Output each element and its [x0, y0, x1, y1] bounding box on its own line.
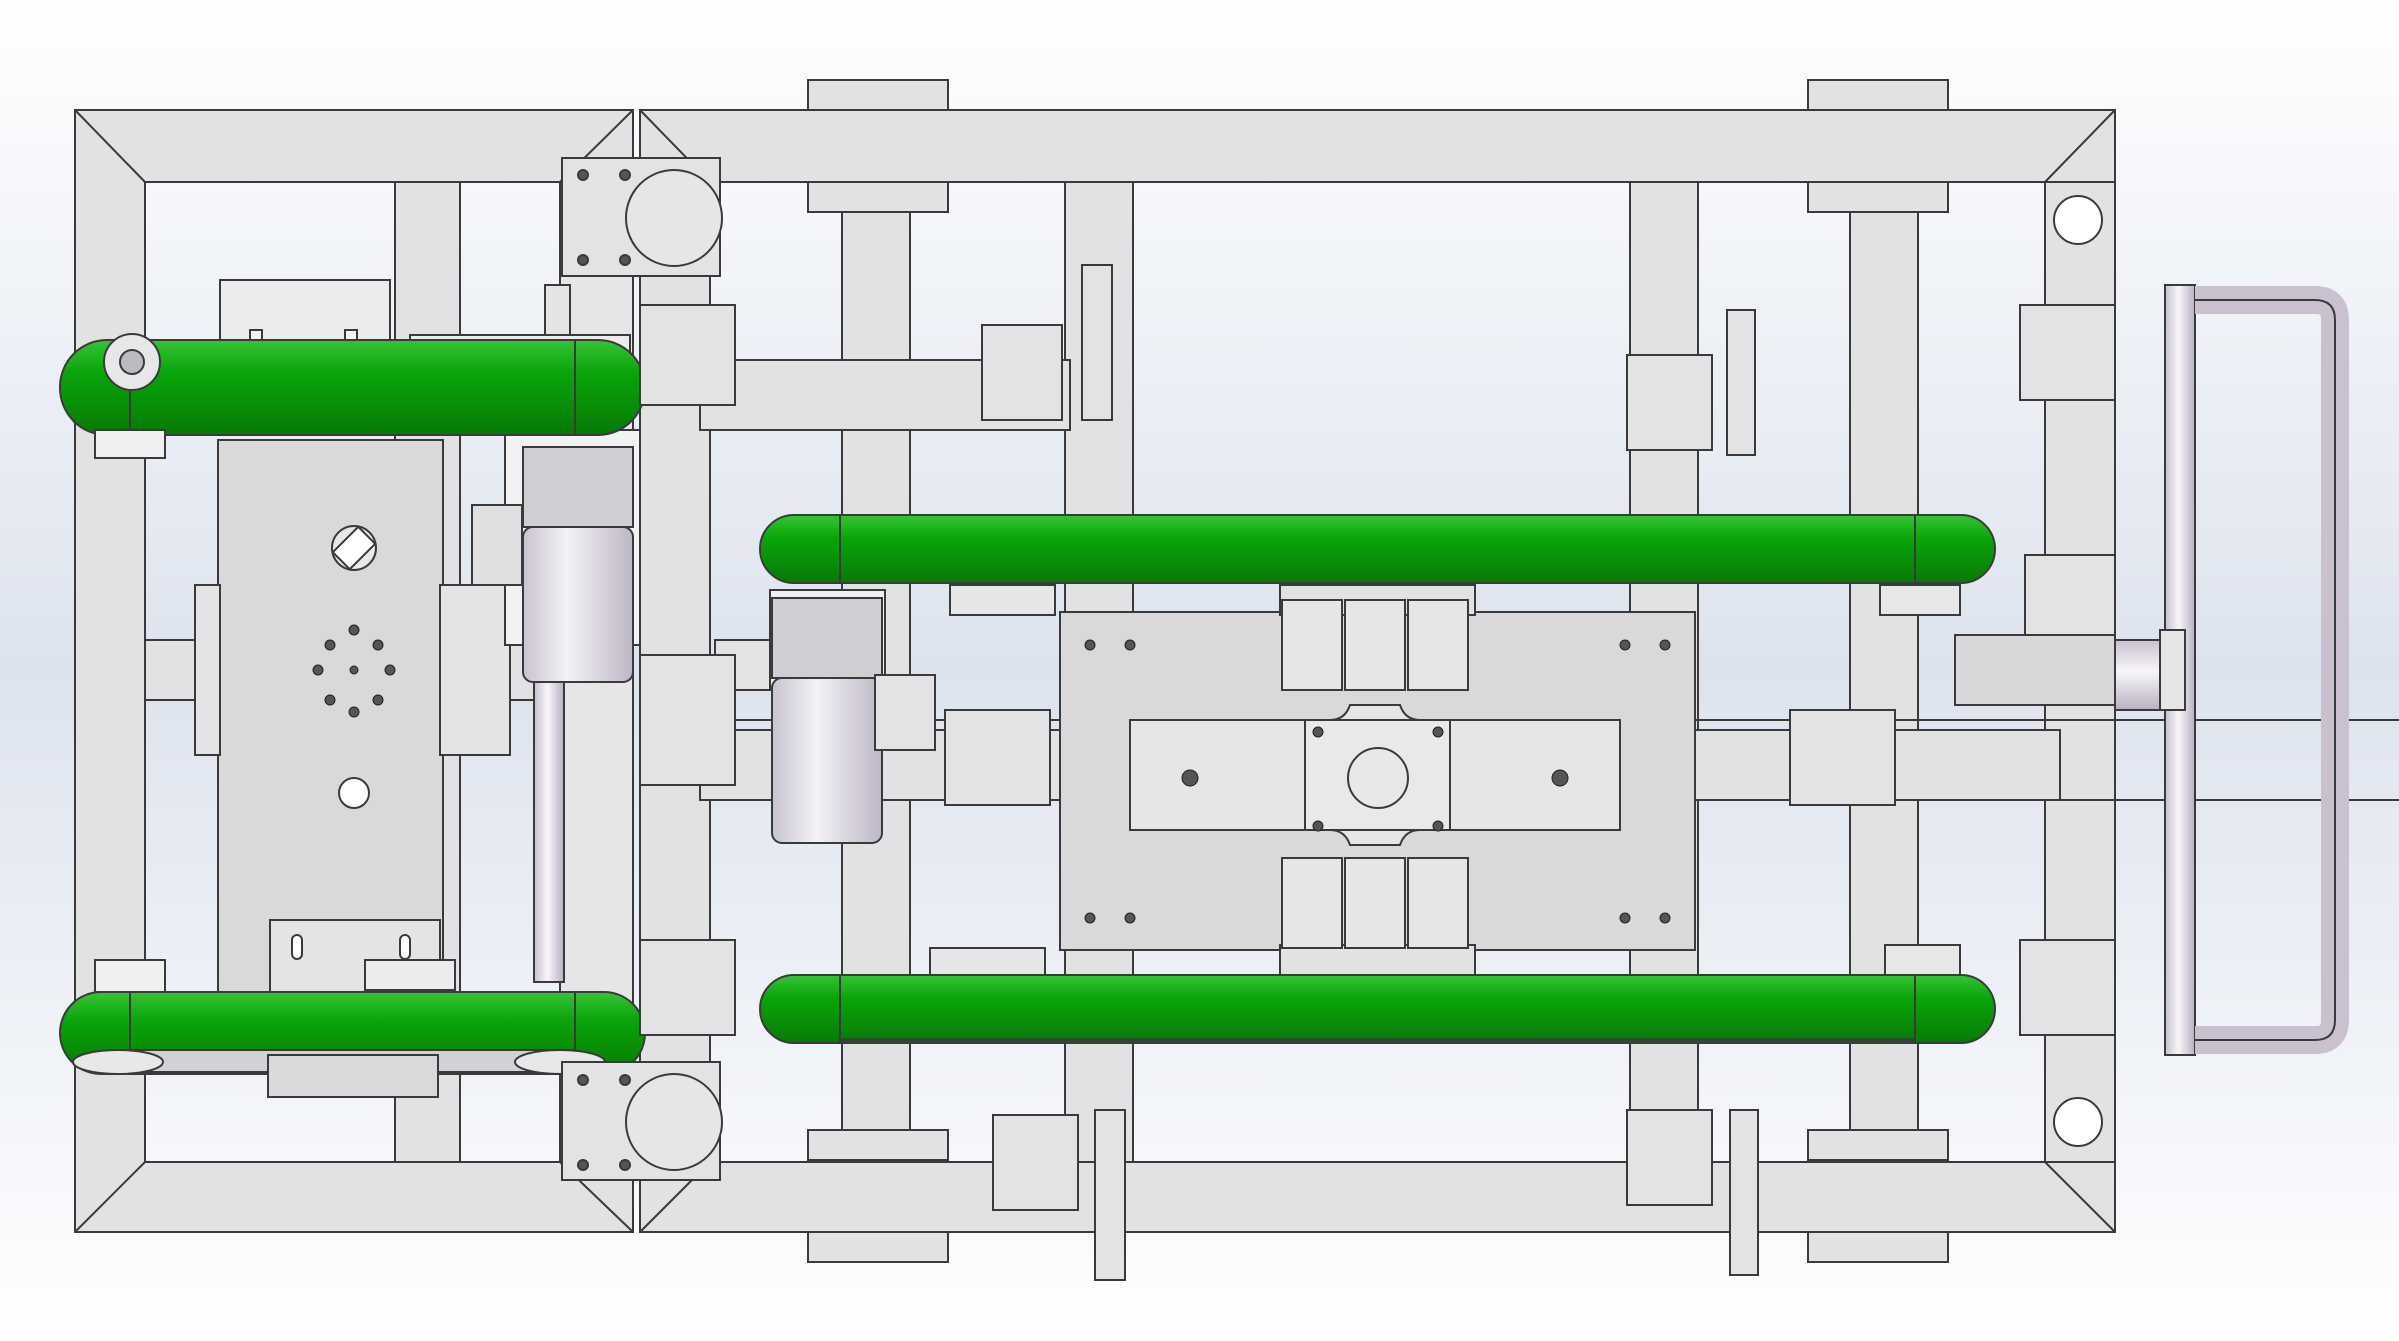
- drive-motor: [471, 284, 641, 983]
- mounting-bracket-group: [639, 304, 2116, 1036]
- center-mount-plate: [217, 439, 444, 1001]
- mounting-bracket: [2019, 304, 2116, 401]
- rail-tab: [1807, 1231, 1949, 1263]
- handle-bar: [2114, 284, 2349, 1056]
- mounting-bracket: [639, 654, 736, 786]
- mounting-bracket: [944, 709, 1051, 806]
- center-mount-plate: [1059, 584, 1696, 976]
- pulley: [94, 959, 166, 993]
- corner-hole: [2053, 1097, 2103, 1147]
- mounting-bracket: [2019, 939, 2116, 1036]
- green-drive-belt: [759, 974, 1996, 1044]
- corner-hole: [2053, 195, 2103, 245]
- green-drive-belt: [759, 514, 1996, 584]
- locking-clamp: [981, 264, 1759, 1281]
- pulley: [72, 1049, 164, 1075]
- pulley: [94, 429, 166, 459]
- pulley: [1879, 584, 1961, 616]
- main-bottom-belt-unit: [759, 944, 1996, 1044]
- rail-tab: [807, 79, 949, 111]
- pulley: [625, 1073, 723, 1171]
- rail-tab: [1807, 79, 1949, 111]
- roller-bracket-top: [561, 157, 723, 277]
- top-left-belt-unit: [59, 279, 646, 459]
- drive-motor: [714, 589, 936, 844]
- mounting-bracket: [639, 939, 736, 1036]
- mounting-bracket: [1789, 709, 1896, 806]
- mounting-bracket: [639, 304, 736, 406]
- main-top-belt-unit: [759, 514, 1996, 616]
- bottom-left-belt-unit: [59, 959, 646, 1098]
- pulley: [625, 169, 723, 267]
- rail-tab: [807, 1231, 949, 1263]
- roller-bracket-bottom: [561, 1061, 723, 1181]
- left-drive-plate: [194, 439, 511, 1001]
- pulley: [1884, 944, 1961, 976]
